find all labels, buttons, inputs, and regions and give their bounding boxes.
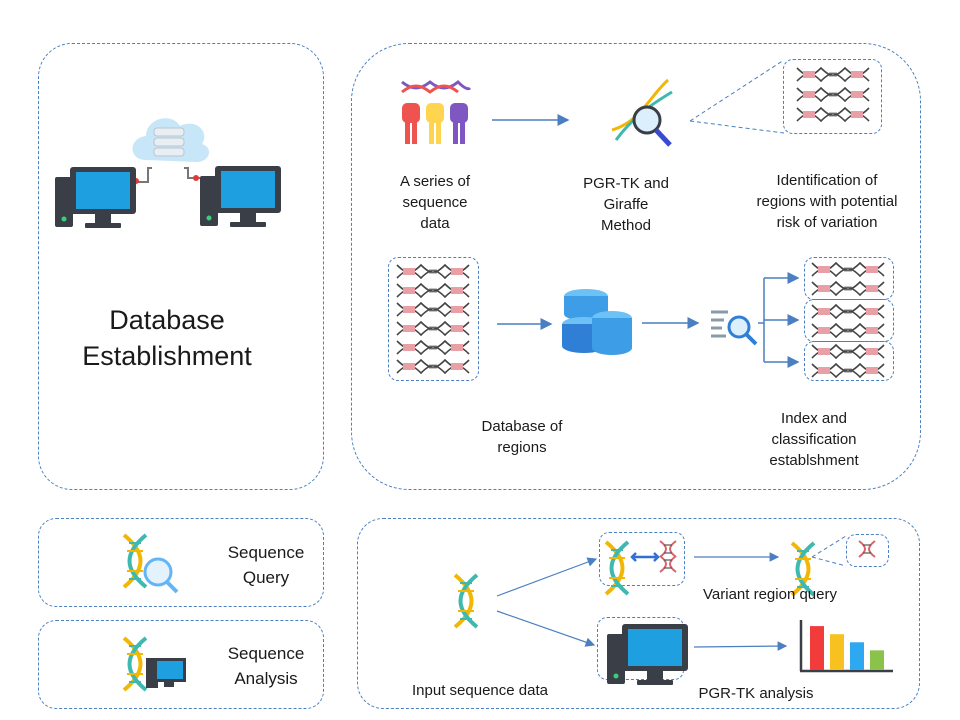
input-dna-icon xyxy=(453,573,479,629)
variant-zoom-box xyxy=(846,534,889,567)
computer-right-icon xyxy=(200,166,281,227)
classified-box-3 xyxy=(804,341,894,381)
arrow-analysis-to-chart xyxy=(693,641,788,651)
sequence-stack-box xyxy=(388,257,479,381)
sequence-analysis-title: Sequence Analysis xyxy=(227,644,305,688)
bar-2 xyxy=(830,634,844,670)
database-establishment-title: Database Establishment xyxy=(82,305,252,371)
variant-zoom-guide xyxy=(811,535,847,567)
dna-zoom-rows xyxy=(796,67,870,122)
arrow-input-to-analysis xyxy=(496,610,596,647)
index-branch-arrows xyxy=(758,272,800,368)
variant-helix-icon xyxy=(858,540,876,558)
classified-rows xyxy=(811,262,885,378)
identification-label: Identification of regions with potential… xyxy=(756,172,898,231)
dna-zoom-box xyxy=(783,59,882,134)
dna-magnifier-icon xyxy=(611,78,673,147)
analysis-bar-chart xyxy=(799,620,893,673)
variant-query-label: Variant region query xyxy=(703,586,837,603)
method-label: PGR-TK and Giraffe Method xyxy=(583,175,669,234)
dna-people-icon xyxy=(401,79,472,144)
dna-comparison-icon xyxy=(604,540,677,596)
pipeline-panel xyxy=(351,43,921,490)
sequence-query-panel xyxy=(38,518,324,607)
index-search-icon xyxy=(711,310,758,346)
database-regions-label: Database of regions xyxy=(481,418,563,456)
database-icon xyxy=(562,289,632,355)
sequence-stack-rows xyxy=(396,264,470,374)
bar-4 xyxy=(870,650,884,670)
cloud-server-icon xyxy=(132,118,210,162)
index-classification-label: Index and classification establshment xyxy=(769,410,859,469)
computer-left-icon xyxy=(55,167,136,228)
network-cable-lines xyxy=(131,167,200,184)
workflow-panel xyxy=(357,518,920,709)
dna-search-icon xyxy=(122,533,179,594)
sequence-query-title: Sequence Query xyxy=(227,543,305,587)
analysis-computer-icon xyxy=(607,624,688,685)
bar-3 xyxy=(850,642,864,670)
dna-computer-icon xyxy=(122,636,186,692)
series-label: A series of sequence data xyxy=(399,173,471,232)
comparison-box xyxy=(599,532,685,586)
input-sequence-label: Input sequence data xyxy=(412,682,548,699)
pgr-analysis-label: PGR-TK analysis xyxy=(698,685,814,702)
arrow-input-to-comparison xyxy=(496,557,598,597)
bar-1 xyxy=(810,626,824,670)
database-establishment-panel xyxy=(38,43,324,490)
zoom-guide-lines xyxy=(689,59,785,134)
sequence-analysis-panel xyxy=(38,620,324,709)
